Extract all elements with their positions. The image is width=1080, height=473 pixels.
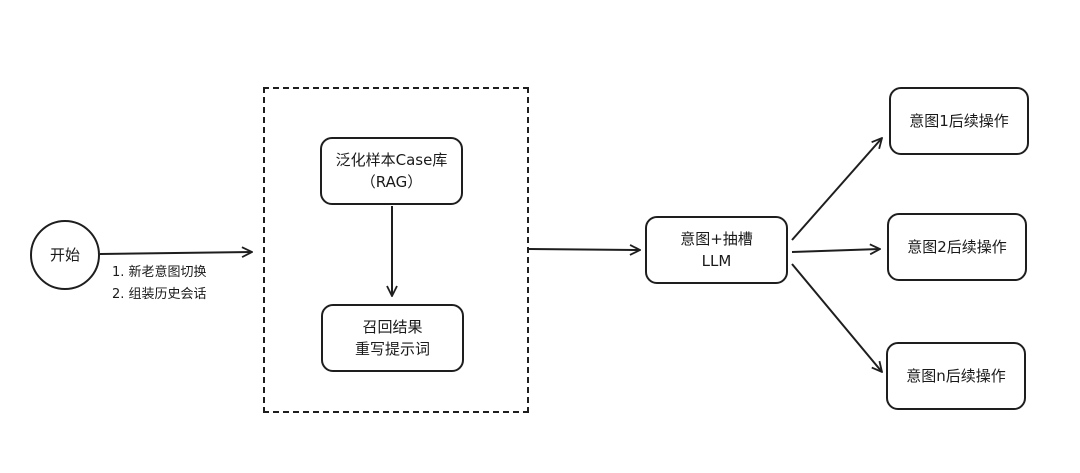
arrow-group-to-llm — [528, 249, 640, 250]
case-library-line-2: （RAG） — [360, 173, 423, 191]
edge-label-line-2: 2. 组装历史会话 — [112, 287, 207, 302]
case-library-node[interactable]: 泛化样本Case库 （RAG） — [320, 137, 463, 205]
intent1-node[interactable]: 意图1后续操作 — [889, 87, 1029, 155]
case-library-line-1: 泛化样本Case库 — [335, 151, 448, 169]
rag-dashed-group — [263, 87, 529, 413]
arrow-llm-to-intentn — [791, 263, 882, 372]
intent1-label: 意图1后续操作 — [909, 112, 1009, 130]
edge-label-line-1: 1. 新老意图切换 — [112, 265, 207, 280]
llm-node[interactable]: 意图+抽槽 LLM — [645, 216, 788, 284]
start-node[interactable]: 开始 — [30, 220, 100, 290]
arrow-start-to-group — [99, 252, 252, 254]
recall-node[interactable]: 召回结果 重写提示词 — [321, 304, 464, 372]
recall-line-1: 召回结果 — [362, 318, 423, 336]
llm-line-1: 意图+抽槽 — [680, 230, 753, 248]
intentn-node[interactable]: 意图n后续操作 — [886, 342, 1026, 410]
recall-line-2: 重写提示词 — [354, 340, 430, 358]
intent2-label: 意图2后续操作 — [907, 238, 1007, 256]
llm-line-2: LLM — [701, 252, 732, 270]
arrow-llm-to-intent1 — [791, 138, 882, 241]
start-edge-label: 1. 新老意图切换 2. 组装历史会话 — [112, 262, 207, 306]
intentn-label: 意图n后续操作 — [906, 367, 1006, 385]
intent2-node[interactable]: 意图2后续操作 — [887, 213, 1027, 281]
start-label: 开始 — [49, 246, 80, 264]
arrow-llm-to-intent2 — [791, 249, 880, 252]
